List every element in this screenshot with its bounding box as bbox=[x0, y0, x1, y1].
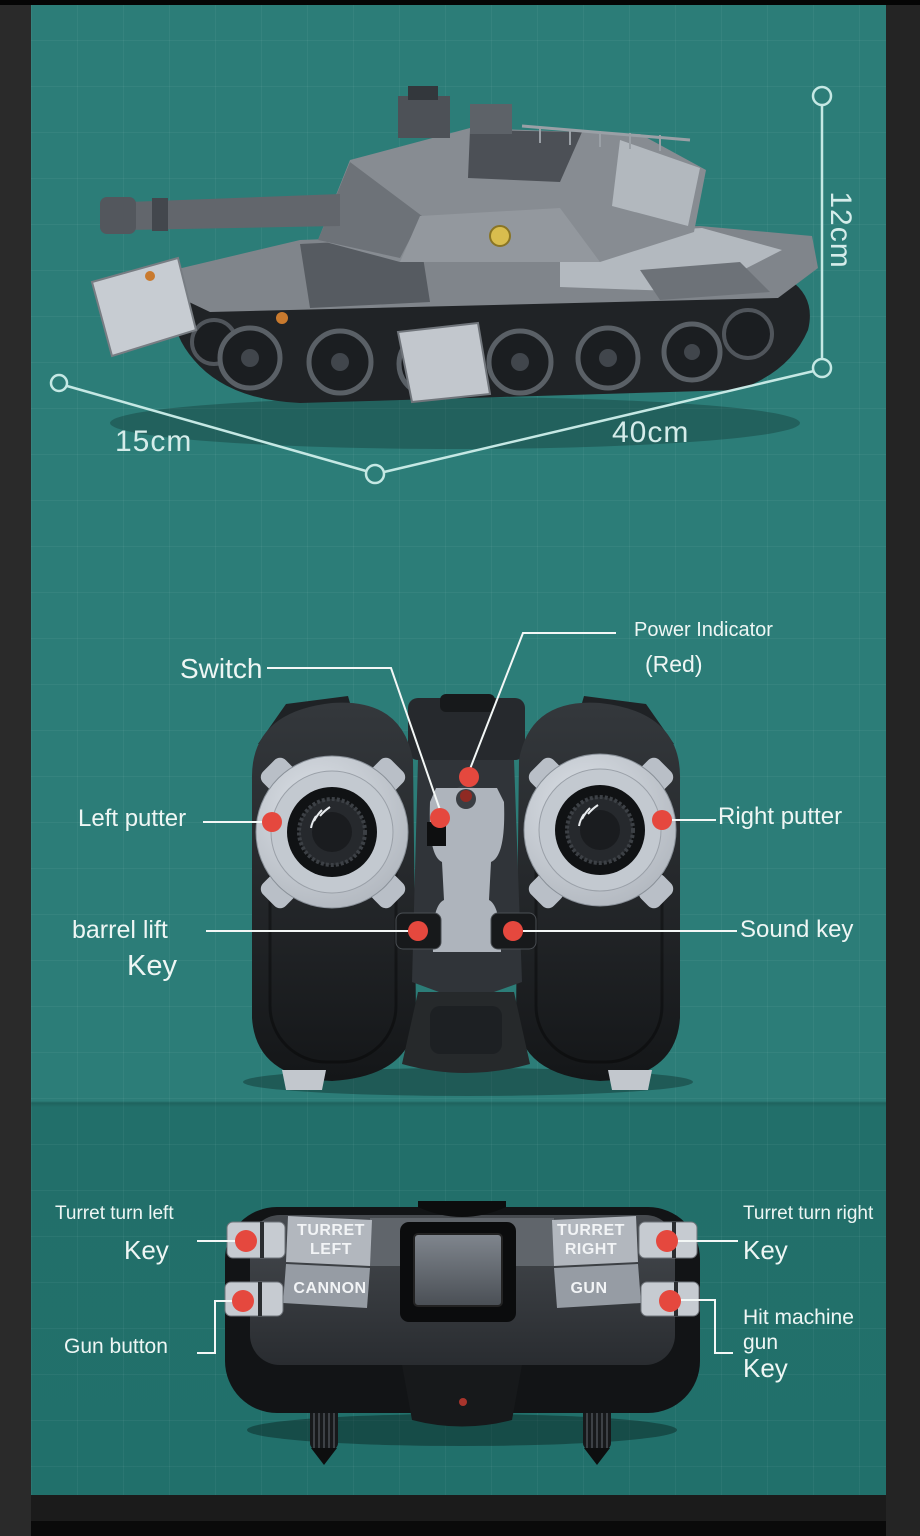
turret-turn-left-key-label: Key bbox=[124, 1235, 169, 1265]
dim-endpoint-circle bbox=[49, 373, 69, 393]
turret-right-panel bbox=[552, 1216, 638, 1266]
right-joystick bbox=[523, 753, 677, 909]
left-putter-dot bbox=[262, 812, 282, 832]
right-putter-dot bbox=[652, 810, 672, 830]
dim-width-label: 15cm bbox=[115, 425, 193, 458]
dim-height-label: 12cm bbox=[823, 191, 857, 269]
remote-top-illustration bbox=[224, 1201, 700, 1465]
dimension-lines bbox=[49, 85, 833, 485]
frame-right bbox=[886, 0, 920, 1536]
turret-left-dot bbox=[235, 1230, 257, 1252]
barrel-lift-key-label: Key bbox=[127, 950, 177, 982]
bottom-dark-strip bbox=[0, 1495, 920, 1536]
hit-machine-gun-label-line1: Hit machine bbox=[743, 1306, 854, 1329]
dim-endpoint-circle bbox=[811, 85, 833, 107]
gun-button-label: GUN bbox=[570, 1280, 608, 1297]
remote-front-illustration bbox=[243, 694, 693, 1096]
left-joystick bbox=[255, 755, 409, 909]
barrel-lift-label: barrel lift bbox=[72, 916, 168, 944]
callout-dots bbox=[232, 767, 681, 1312]
turret-turn-right-key-label: Key bbox=[743, 1235, 788, 1265]
cannon-panel bbox=[283, 1264, 370, 1308]
turret-turn-left-label: Turret turn left bbox=[55, 1203, 174, 1224]
gun-button-dot bbox=[232, 1290, 254, 1312]
dim-endpoint-circle bbox=[811, 357, 833, 379]
hit-machine-gun-label-line2: gun bbox=[743, 1331, 779, 1354]
cannon-button-label: CANNON bbox=[293, 1280, 367, 1297]
turret-right-dot bbox=[656, 1230, 678, 1252]
turret-left-button-word1: TURRET bbox=[297, 1222, 365, 1239]
power-led bbox=[460, 790, 472, 802]
dim-endpoint-circle bbox=[364, 463, 386, 485]
power-indicator-dot bbox=[459, 767, 479, 787]
hit-machine-gun-dot bbox=[659, 1290, 681, 1312]
gun-button-callout-label: Gun button bbox=[64, 1335, 168, 1358]
switch-label: Switch bbox=[180, 653, 263, 684]
hit-machine-gun-key-label: Key bbox=[743, 1353, 788, 1383]
turret-emblem bbox=[489, 225, 511, 247]
dim-length-label: 40cm bbox=[612, 416, 690, 449]
turret-left-button-word2: LEFT bbox=[310, 1241, 352, 1258]
power-indicator-label: Power Indicator bbox=[634, 619, 773, 641]
turret-right-button-word1: TURRET bbox=[557, 1222, 625, 1239]
power-indicator-color-label: (Red) bbox=[645, 651, 703, 677]
gun-panel bbox=[554, 1264, 641, 1308]
switch-dot bbox=[430, 808, 450, 828]
tank-illustration bbox=[90, 86, 818, 449]
right-putter-label: Right putter bbox=[718, 803, 843, 830]
turret-right-button-word2: RIGHT bbox=[564, 1241, 618, 1258]
sound-key-label: Sound key bbox=[740, 916, 854, 943]
power-switch-slot bbox=[427, 822, 446, 846]
left-putter-label: Left putter bbox=[78, 805, 187, 832]
frame-left bbox=[0, 0, 31, 1536]
turret-left-panel bbox=[286, 1216, 372, 1266]
turret-turn-right-label: Turret turn right bbox=[743, 1203, 874, 1224]
callout-lines bbox=[197, 632, 738, 1354]
barrel-lift-dot bbox=[408, 921, 428, 941]
sound-key-dot bbox=[503, 921, 523, 941]
frame-top bbox=[0, 0, 920, 5]
